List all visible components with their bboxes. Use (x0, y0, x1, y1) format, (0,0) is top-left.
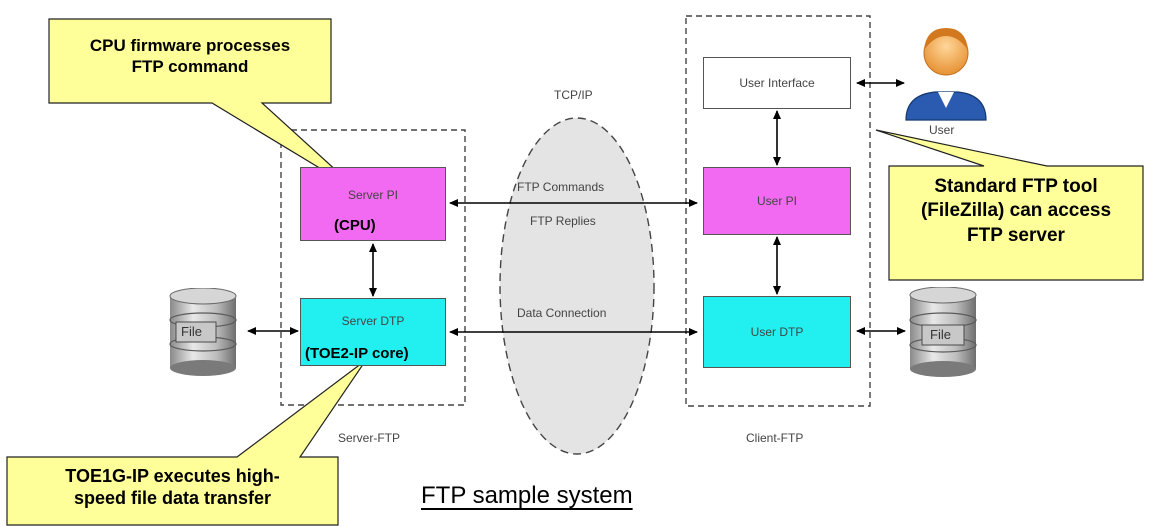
diagram-title: FTP sample system (421, 482, 633, 509)
server-dtp-sublabel: (TOE2-IP core) (305, 345, 409, 362)
client-ftp-label: Client-FTP (746, 431, 804, 445)
callout-cpu-shape (48, 18, 362, 194)
user-dtp-label: User DTP (750, 325, 804, 339)
tcpip-ellipse (499, 117, 655, 455)
server-ftp-label: Server-FTP (338, 431, 401, 445)
user-dtp-box: User DTP (703, 296, 851, 368)
database-left-icon (169, 287, 237, 376)
callout-filezilla-line1: Standard FTP tool (934, 176, 1098, 197)
server-dtp-box: Server DTP (300, 298, 446, 366)
server-dtp-label: Server DTP (341, 314, 405, 328)
file-right-label: File (930, 327, 951, 342)
server-pi-label: Server PI (347, 188, 398, 202)
callout-toe: TOE1G-IP executes high- speed file data … (7, 466, 338, 510)
ftp-replies-label: FTP Replies (530, 214, 596, 228)
server-ftp-group (280, 129, 466, 406)
callout-filezilla-line3: FTP server (967, 224, 1065, 246)
callout-cpu-line2: FTP command (131, 56, 249, 76)
user-icon (905, 28, 987, 121)
callout-filezilla-shape (875, 129, 1144, 281)
callout-filezilla-line2: (FileZilla) can access (920, 200, 1112, 222)
user-label: User (929, 123, 955, 137)
callout-cpu-line1: CPU firmware processes (89, 36, 291, 55)
file-left-label: File (181, 324, 202, 339)
server-pi-box: Server PI (300, 167, 446, 241)
callout-toe-line1: TOE1G-IP executes high- (65, 466, 280, 486)
callout-cpu: CPU firmware processes FTP command (49, 36, 331, 77)
tcpip-label: TCP/IP (554, 88, 593, 102)
callout-toe-line2: speed file data transfer (73, 487, 272, 508)
user-pi-box: User PI (703, 167, 851, 235)
callout-filezilla: Standard FTP tool (FileZilla) can access… (889, 175, 1143, 248)
database-right-icon (909, 286, 977, 377)
file-right-database: File (908, 286, 978, 377)
ftp-commands-label: FTP Commands (517, 180, 605, 194)
user-interface-label: User Interface (739, 76, 815, 90)
client-ftp-group (685, 15, 871, 407)
callout-toe-shape (6, 359, 367, 526)
server-pi-sublabel: (CPU) (334, 217, 376, 234)
user-interface-box: User Interface (703, 57, 851, 109)
data-connection-label: Data Connection (517, 306, 607, 320)
user-pi-label: User PI (756, 194, 797, 208)
file-left-database: File (168, 287, 238, 376)
